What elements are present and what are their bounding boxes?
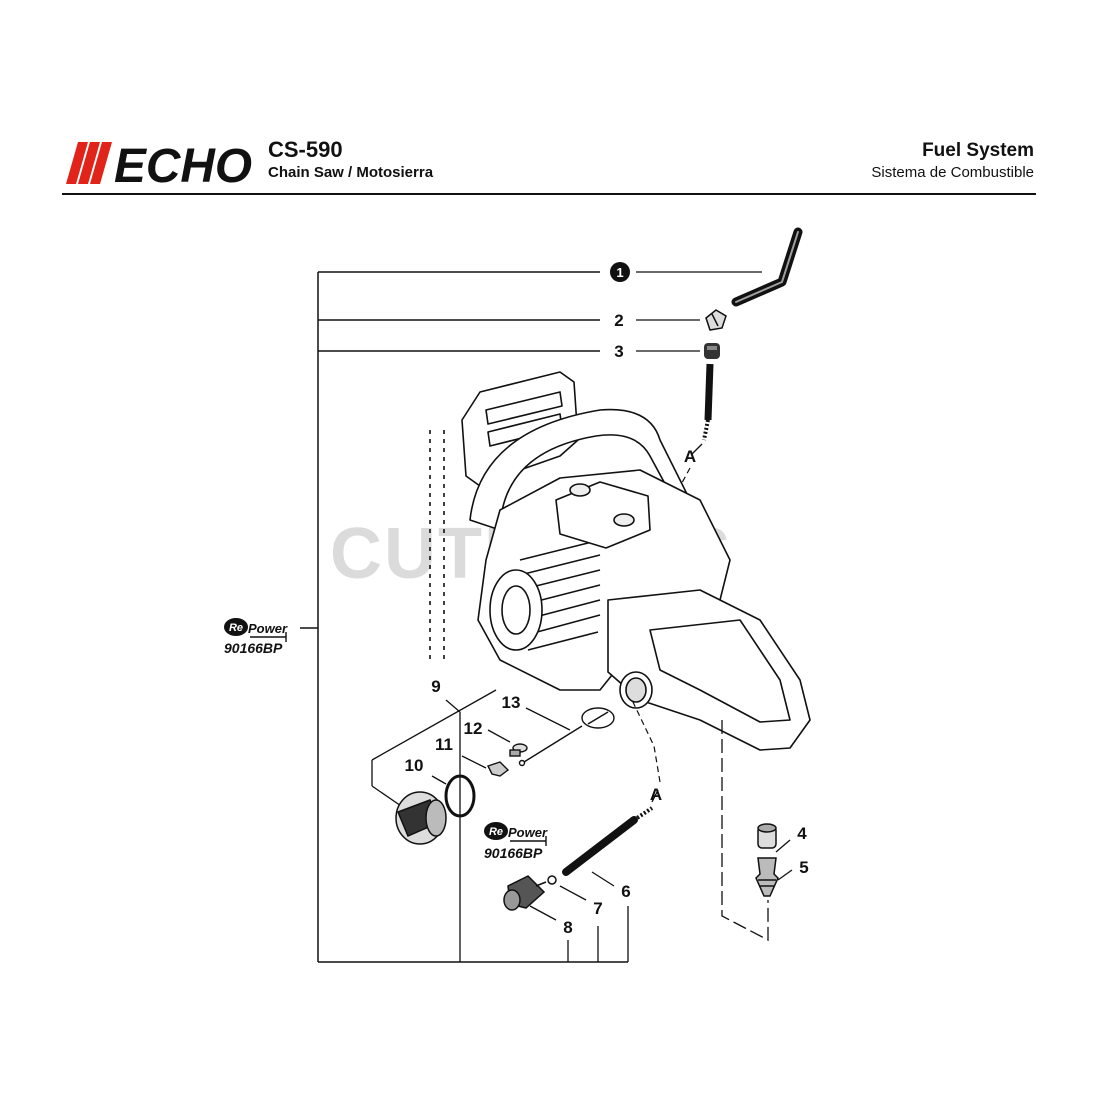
- chainsaw-body-illustration: [429, 371, 811, 751]
- brand-wordmark: ECHO: [114, 140, 252, 186]
- callout-11: 11: [435, 735, 453, 754]
- repower-part-number: 90166BP: [224, 640, 283, 656]
- elbow-fitting-part: [705, 309, 727, 331]
- fuel-line-upper: [691, 363, 714, 455]
- model-number: CS-590: [268, 137, 343, 162]
- callout-10: 10: [405, 756, 424, 775]
- svg-text:1: 1: [616, 265, 623, 280]
- screw-part: [509, 743, 528, 757]
- echo-logo: ECHO: [66, 140, 252, 186]
- repower-badge-icon: Re: [484, 822, 508, 840]
- callout-6: 6: [621, 882, 630, 901]
- callout-2: 2: [614, 311, 623, 330]
- callout-9: 9: [431, 677, 440, 696]
- check-valve-part: [757, 823, 777, 849]
- callout-3: 3: [614, 342, 623, 361]
- svg-text:Re: Re: [229, 622, 243, 634]
- callout-13: 13: [502, 693, 521, 712]
- grommet-part: [704, 343, 720, 359]
- model-subtitle: Chain Saw / Motosierra: [268, 164, 434, 181]
- repower-word: Power: [508, 825, 548, 840]
- fuel-cap-part: [395, 791, 447, 845]
- callout-8: 8: [563, 918, 572, 937]
- callout-4: 4: [797, 824, 807, 843]
- hose-ring-part: [547, 875, 557, 885]
- cap-strap-part: [518, 707, 615, 767]
- valve-body-part: [755, 857, 779, 897]
- callout-5: 5: [799, 858, 808, 877]
- header-divider: [62, 193, 1036, 195]
- fuel-filter-part: [503, 875, 547, 911]
- leader-lines-lower: [529, 871, 615, 921]
- callout-7: 7: [593, 899, 602, 918]
- fuel-line-lower: [562, 789, 659, 876]
- callout-12: 12: [464, 719, 483, 738]
- clip-part: [487, 761, 510, 777]
- callout-a-top: A: [684, 447, 696, 466]
- repower-part-number: 90166BP: [484, 845, 543, 861]
- svg-text:Re: Re: [489, 826, 503, 838]
- repower-kit-label-2: Re Power 90166BP: [484, 822, 548, 861]
- dashed-leader-a-bottom: [631, 699, 661, 783]
- section-title: Fuel System: [922, 140, 1034, 161]
- vent-hose-part: [731, 227, 803, 307]
- assembly-lines-right: [721, 720, 793, 942]
- section-subtitle: Sistema de Combustible: [871, 164, 1034, 181]
- o-ring-part: [444, 774, 476, 818]
- repower-badge-icon: Re: [224, 618, 248, 636]
- page-header: ECHO CS-590 Chain Saw / Motosierra Fuel …: [0, 0, 1100, 200]
- leader-lines-top: [636, 271, 762, 352]
- callout-a-bottom: A: [650, 785, 662, 804]
- repower-word: Power: [248, 621, 288, 636]
- callout-1: 1: [610, 262, 630, 282]
- assembly-bracket: [300, 271, 628, 963]
- repower-kit-label-1: Re Power 90166BP: [224, 618, 288, 656]
